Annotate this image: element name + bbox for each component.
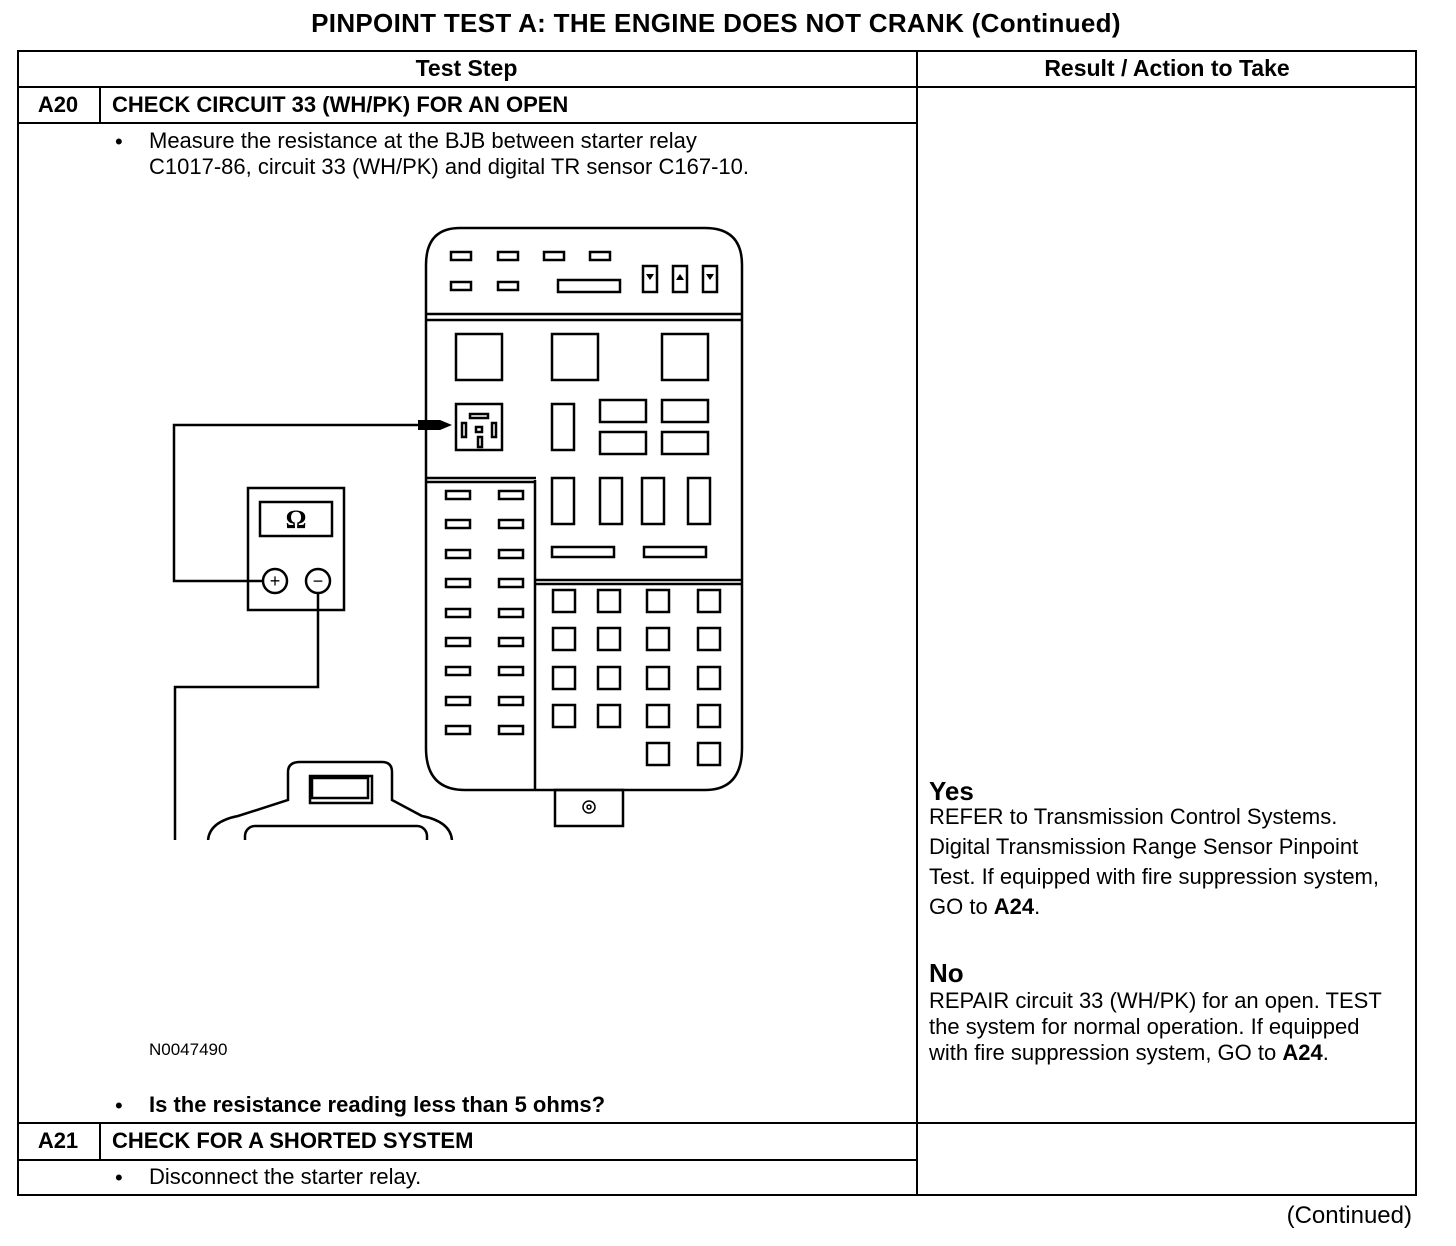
continued-note: (Continued) [1286,1202,1412,1229]
result-yes-action: REFER to Transmission Control Systems. D… [929,804,1379,919]
step-heading-a20: CHECK CIRCUIT 33 (WH/PK) FOR AN OPEN [112,92,569,117]
a21-instruction: Disconnect the starter relay. [149,1164,422,1189]
step-id-a21: A21 [37,1128,79,1153]
figure-id: N0047490 [149,1040,228,1059]
bjb-resistance-test-diagram: Ω + − [172,226,744,840]
bullet-marker: • [115,129,123,154]
result-yes-ref: A24 [993,894,1035,919]
page-title: PINPOINT TEST A: THE ENGINE DOES NOT CRA… [311,8,1121,38]
row-divider-a21 [17,1122,1417,1124]
bullet-marker: • [115,1093,123,1118]
meter-plus-terminal: + [270,571,281,591]
step-id-a20: A20 [37,92,79,117]
result-no-label: No [929,958,964,988]
header-result-action: Result / Action to Take [1044,55,1290,81]
bullet-marker: • [115,1165,123,1190]
a20-heading-divider [17,122,917,124]
header-divider [17,86,1417,88]
step-id-divider-a20 [99,86,101,124]
a20-question: Is the resistance reading less than 5 oh… [149,1092,606,1117]
a20-instruction-line1: Measure the resistance at the BJB betwee… [149,128,697,153]
ohm-symbol: Ω [286,505,307,534]
header-test-step: Test Step [415,55,518,81]
step-heading-a21: CHECK FOR A SHORTED SYSTEM [112,1128,474,1153]
result-yes-label: Yes [929,776,974,806]
meter-minus-terminal: − [313,571,324,591]
a21-heading-divider [17,1159,917,1161]
result-no-text: REPAIR circuit 33 (WH/PK) for an open. T… [929,988,1382,1065]
step-id-divider-a21 [99,1122,101,1160]
column-divider [916,50,918,1196]
a20-instruction-line2: C1017-86, circuit 33 (WH/PK) and digital… [149,154,749,179]
pinpoint-test-table [17,50,1417,1196]
result-no-action: REPAIR circuit 33 (WH/PK) for an open. T… [929,988,1382,1065]
result-yes-text: REFER to Transmission Control Systems. D… [929,804,1379,919]
result-no-ref: A24 [1282,1040,1323,1065]
